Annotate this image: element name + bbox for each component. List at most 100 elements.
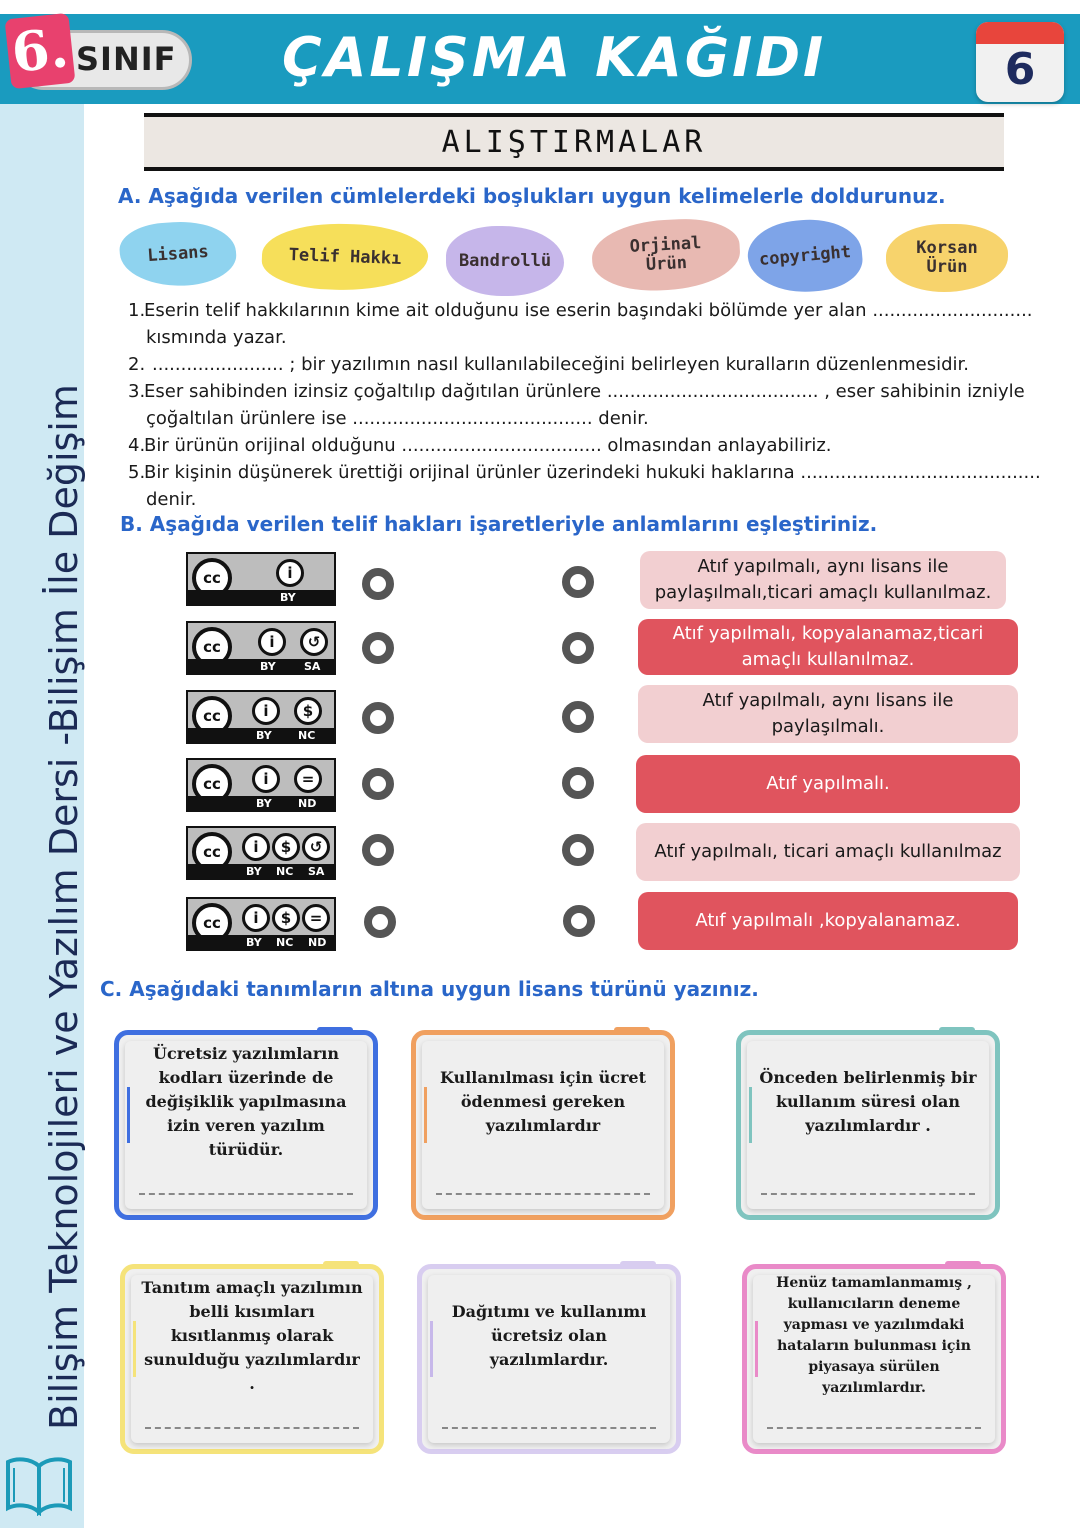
question-text: ....................... ; bir yazılımın … (152, 354, 970, 375)
word-blob-bandrollu: Bandrollü (446, 226, 564, 296)
question-text-cont: denir. (146, 489, 197, 510)
non-commercial-icon: $ (272, 904, 300, 932)
side-title: Bilişim Teknolojileri ve Yazılım Dersi -… (42, 384, 86, 1430)
badge-label-by: BY (280, 591, 296, 604)
definition-card-3: Önceden belirlenmiş bir kullanım süresi … (736, 1027, 1000, 1220)
section-a-title: A. Aşağıda verilen cümlelerdeki boşlukla… (118, 184, 946, 208)
section-banner: ALIŞTIRMALAR (144, 113, 1004, 171)
badge-label-nd: ND (298, 797, 317, 810)
word-blob-lisans: Lisans (117, 218, 239, 290)
attribution-icon: i (252, 697, 280, 725)
definition-card-5: Dağıtımı ve kullanımı ücretsiz olan yazı… (417, 1261, 681, 1454)
card-tab (939, 1027, 975, 1033)
match-dot-right[interactable] (562, 767, 594, 799)
definition-card-4: Tanıtım amaçlı yazılımın belli kısımları… (120, 1261, 384, 1454)
page-title: ÇALIŞMA KAĞIDI (282, 26, 827, 89)
badge-label-by: BY (260, 660, 276, 673)
question-text: Bir ürünün orijinal olduğunu ...........… (144, 435, 832, 456)
non-commercial-icon: $ (294, 697, 322, 725)
badge-labels: BY (188, 590, 334, 604)
match-dot-left[interactable] (362, 702, 394, 734)
card-text: Kullanılması için ücret ödenmesi gereken… (440, 1068, 646, 1135)
calendar-icon: 6 (976, 22, 1064, 102)
badge-labels: BY ND (188, 796, 334, 810)
calendar-number: 6 (1004, 44, 1036, 95)
card-inner (753, 1275, 995, 1443)
question-text-cont: kısmında yazar. (146, 327, 287, 348)
badge-label-by: BY (256, 797, 272, 810)
question-3: 3.Eser sahibinden izinsiz çoğaltılıp dağ… (128, 378, 1068, 432)
word-blob-copyright: copyright (745, 215, 865, 297)
calendar-header (976, 22, 1064, 44)
badge-label-nd: ND (308, 936, 327, 949)
meaning-box-4: Atıf yapılmalı. (636, 755, 1020, 813)
meaning-box-2: Atıf yapılmalı, kopyalanamaz,ticari amaç… (638, 619, 1018, 675)
card-accent-bar (127, 1087, 130, 1143)
definition-card-2: Kullanılması için ücret ödenmesi gereken… (411, 1027, 675, 1220)
attribution-icon: i (258, 628, 286, 656)
question-number: 3. (128, 381, 146, 402)
meaning-box-5: Atıf yapılmalı, ticari amaçlı kullanılma… (636, 823, 1020, 881)
match-dot-left[interactable] (362, 632, 394, 664)
match-dot-right[interactable] (562, 632, 594, 664)
question-number: 4. (128, 435, 146, 456)
question-text: Eserin telif hakkılarının kime ait olduğ… (144, 300, 1033, 321)
card-inner (428, 1275, 670, 1443)
non-commercial-icon: $ (272, 833, 300, 861)
match-dot-right[interactable] (562, 834, 594, 866)
definition-card-6: Henüz tamamlanmamış , kullanıcıların den… (742, 1261, 1006, 1454)
card-accent-bar (749, 1087, 752, 1143)
card-tab (323, 1261, 359, 1267)
match-dot-left[interactable] (364, 906, 396, 938)
word-blob-korsan-urun: Korsan Ürün (886, 224, 1008, 292)
grade-label: SINIF (76, 40, 177, 78)
answer-line[interactable] (442, 1427, 656, 1429)
section-c-title: C. Aşağıdaki tanımların altına uygun lis… (100, 977, 759, 1001)
no-derivatives-icon: = (302, 904, 330, 932)
match-dot-left[interactable] (362, 834, 394, 866)
badge-label-by: BY (246, 936, 262, 949)
attribution-icon: i (276, 559, 304, 587)
answer-line[interactable] (767, 1427, 981, 1429)
meaning-box-6: Atıf yapılmalı ,kopyalanamaz. (638, 892, 1018, 950)
card-inner (422, 1041, 664, 1209)
match-dot-left[interactable] (362, 568, 394, 600)
card-text: Henüz tamamlanmamış , kullanıcıların den… (776, 1275, 972, 1396)
question-text: Bir kişinin düşünerek ürettiği orijinal … (144, 462, 1041, 483)
badge-label-by: BY (246, 865, 262, 878)
meaning-box-1: Atıf yapılmalı, aynı lisans ile paylaşıl… (640, 551, 1006, 609)
answer-line[interactable] (139, 1193, 353, 1195)
question-4: 4.Bir ürünün orijinal olduğunu .........… (128, 432, 1068, 459)
grade-number: 6. (4, 12, 76, 90)
match-dot-left[interactable] (362, 768, 394, 800)
card-accent-bar (424, 1087, 427, 1143)
card-tab (620, 1261, 656, 1267)
answer-line[interactable] (145, 1427, 359, 1429)
badge-label-nc: NC (276, 865, 294, 878)
badge-label-by: BY (256, 729, 272, 742)
card-inner (747, 1041, 989, 1209)
question-5: 5.Bir kişinin düşünerek ürettiği orijina… (128, 459, 1068, 513)
match-dot-right[interactable] (563, 905, 595, 937)
card-text: Ücretsiz yazılımların kodları üzerinde d… (145, 1044, 347, 1159)
answer-line[interactable] (761, 1193, 975, 1195)
card-inner (125, 1041, 367, 1209)
word-blob-telif-hakki: Telif Hakkı (260, 221, 430, 293)
match-dot-right[interactable] (562, 566, 594, 598)
question-text-cont: çoğaltılan ürünlere ise ................… (146, 408, 649, 429)
share-alike-icon: ↺ (300, 628, 328, 656)
badge-label-nc: NC (298, 729, 316, 742)
no-derivatives-icon: = (294, 765, 322, 793)
badge-label-nc: NC (276, 936, 294, 949)
card-tab (614, 1027, 650, 1033)
section-b-title: B. Aşağıda verilen telif hakları işaretl… (120, 512, 878, 536)
card-inner (131, 1275, 373, 1443)
match-dot-right[interactable] (562, 701, 594, 733)
answer-line[interactable] (436, 1193, 650, 1195)
attribution-icon: i (242, 904, 270, 932)
card-tab (945, 1261, 981, 1267)
